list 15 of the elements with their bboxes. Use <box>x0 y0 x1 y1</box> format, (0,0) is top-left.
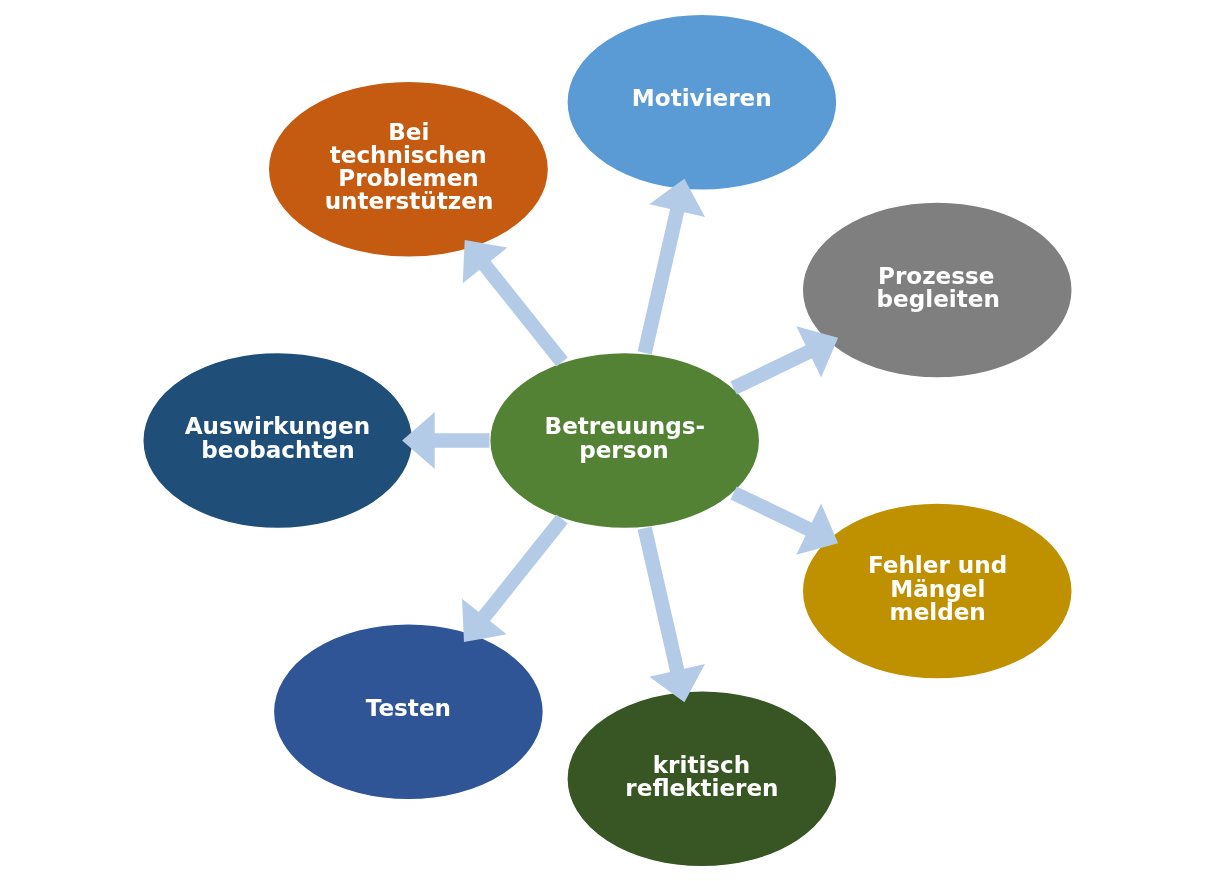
node-ellipse: Motivieren <box>565 13 838 192</box>
node-ellipse: Auswirkungen beobachten <box>141 351 413 530</box>
arrow <box>462 239 568 367</box>
arrow <box>729 326 838 395</box>
node-ellipse: kritisch reflektieren <box>565 689 838 868</box>
node-ellipse: Prozesse begleiten <box>801 201 1073 379</box>
arrow <box>461 514 568 643</box>
arrow <box>637 526 705 703</box>
node-ellipse: Fehler und Mängel melden <box>801 502 1073 680</box>
arrow <box>401 411 490 470</box>
node-ellipse: Betreuungs- person <box>488 351 760 530</box>
arrow <box>729 486 838 555</box>
node-ellipse: Testen <box>272 622 544 801</box>
arrow <box>637 178 705 355</box>
node-ellipse: Bei technischen Problemen unterstützen <box>267 80 549 259</box>
